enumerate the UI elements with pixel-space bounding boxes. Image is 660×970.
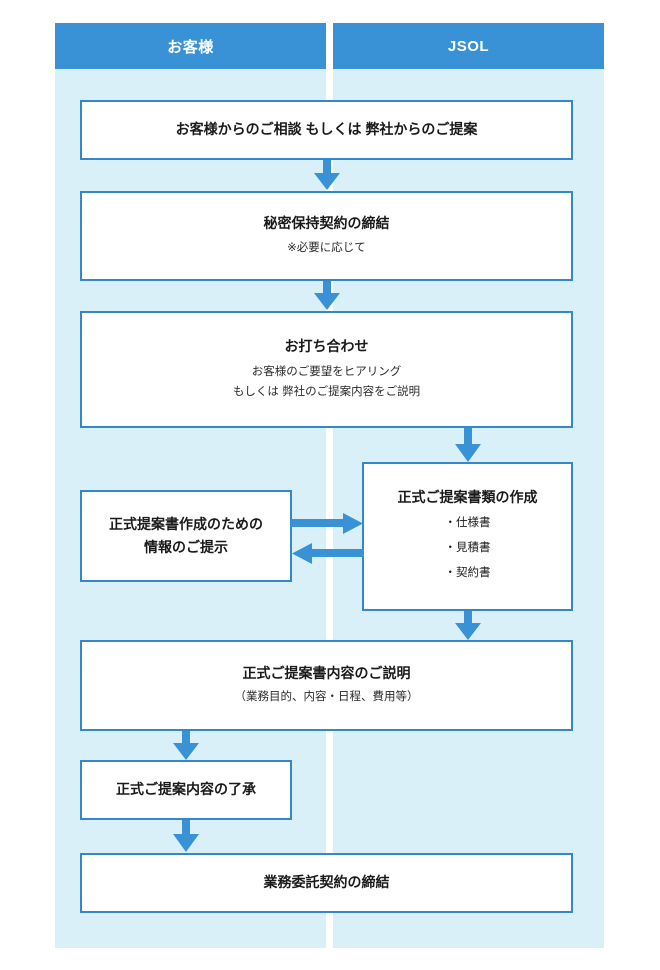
arrow-documents-to-explanation	[455, 611, 481, 640]
step-note-nda: ※必要に応じて	[287, 242, 366, 255]
step-title-proposal-explanation: 正式ご提案書内容のご説明	[242, 665, 411, 682]
step-note-meeting: お客様のご要望をヒアリング もしくは 弊社のご提案内容をご説明	[233, 362, 420, 402]
step-title-information-provision: 正式提案書作成のための 情報のご提示	[109, 513, 263, 559]
arrow-consultation-to-nda	[314, 160, 340, 190]
step-note-meeting-line2: もしくは 弊社のご提案内容をご説明	[232, 385, 421, 398]
step-title-proposal-approval: 正式ご提案内容の了承	[116, 781, 256, 798]
step-title-outsourcing-contract: 業務委託契約の締結	[263, 874, 390, 891]
column-header-customer-label: お客様	[167, 38, 214, 56]
arrow-documents-to-information	[292, 543, 364, 564]
step-title-information-provision-line2: 情報のご提示	[144, 539, 228, 555]
step-title-document-creation: 正式ご提案書類の作成	[397, 488, 538, 505]
step-box-information-provision: 正式提案書作成のための 情報のご提示	[80, 490, 292, 582]
step-title-nda: 秘密保持契約の締結	[263, 214, 390, 231]
step-bullet-contract: ・契約書	[444, 566, 491, 579]
step-box-outsourcing-contract: 業務委託契約の締結	[80, 853, 573, 913]
step-box-proposal-explanation: 正式ご提案書内容のご説明 （業務目的、内容・日程、費用等）	[80, 640, 573, 731]
step-bullet-quotation: ・見積書	[444, 541, 491, 554]
step-box-document-creation: 正式ご提案書類の作成 ・仕様書 ・見積書 ・契約書	[362, 462, 573, 611]
arrow-nda-to-meeting	[314, 281, 340, 310]
column-header-customer: お客様	[55, 23, 326, 69]
arrow-information-to-documents	[291, 513, 363, 534]
step-note-proposal-explanation: （業務目的、内容・日程、費用等）	[234, 690, 419, 703]
step-box-consultation: お客様からのご相談 もしくは 弊社からのご提案	[80, 100, 573, 160]
column-header-jsol: JSOL	[333, 23, 604, 69]
arrow-explanation-to-approval	[173, 731, 199, 760]
step-title-information-provision-line1: 正式提案書作成のための	[109, 515, 263, 532]
step-title-meeting: お打ち合わせ	[284, 338, 369, 355]
arrow-meeting-to-documents	[455, 428, 481, 462]
step-box-meeting: お打ち合わせ お客様のご要望をヒアリング もしくは 弊社のご提案内容をご説明	[80, 311, 573, 428]
step-box-proposal-approval: 正式ご提案内容の了承	[80, 760, 292, 820]
step-title-consultation: お客様からのご相談 もしくは 弊社からのご提案	[175, 121, 478, 138]
step-note-meeting-line1: お客様のご要望をヒアリング	[251, 365, 402, 378]
column-header-jsol-label: JSOL	[447, 37, 490, 55]
step-bullet-specification: ・仕様書	[444, 517, 491, 530]
step-box-nda: 秘密保持契約の締結 ※必要に応じて	[80, 191, 573, 281]
arrow-approval-to-contract	[173, 820, 199, 852]
step-bullets-document-creation: ・仕様書 ・見積書 ・契約書	[445, 511, 491, 585]
